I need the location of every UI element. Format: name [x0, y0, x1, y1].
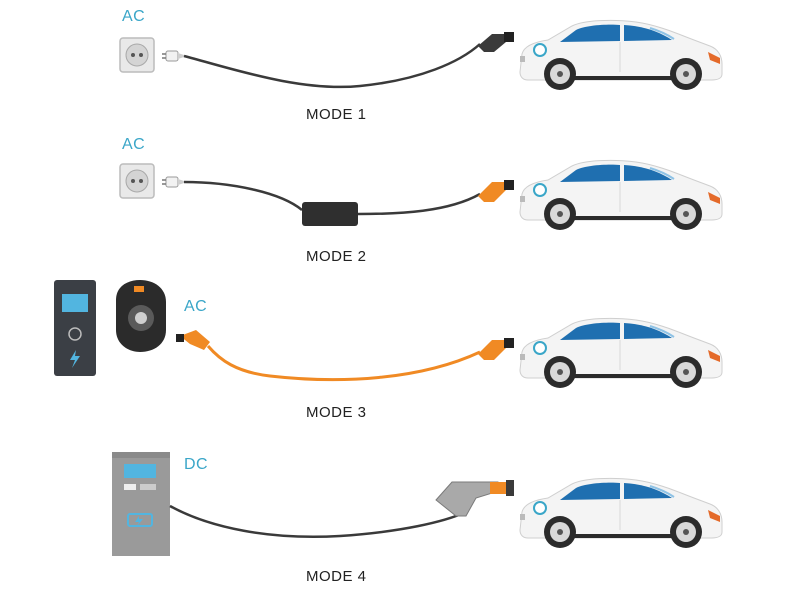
type2-connector-icon	[176, 330, 210, 350]
type2-connector-icon	[478, 180, 514, 202]
electric-car-icon	[519, 19, 723, 91]
dc-charging-gun-icon	[435, 480, 514, 517]
mode-1-row	[119, 19, 723, 91]
electric-car-icon	[519, 317, 723, 389]
charging-cable	[206, 345, 481, 382]
charging-cable	[183, 43, 481, 89]
current-type-label: AC	[122, 8, 146, 25]
mode-3-row	[54, 280, 723, 389]
current-type-label: AC	[184, 298, 208, 315]
plug-icon	[161, 176, 185, 188]
electric-car-icon	[519, 159, 723, 231]
current-type-label: DC	[184, 456, 209, 473]
mode-4-row	[112, 452, 723, 556]
in-cable-control-box-icon	[302, 202, 358, 226]
charging-cable	[357, 192, 481, 216]
wall-socket-icon	[119, 163, 155, 199]
mode-2-row	[119, 159, 723, 231]
electric-car-icon	[519, 477, 723, 549]
type2-connector-icon	[478, 32, 514, 52]
type2-connector-icon	[478, 338, 514, 360]
mode-label: MODE 3	[306, 404, 367, 421]
mode-label: MODE 4	[306, 568, 367, 585]
charging-pillar-icon	[54, 280, 96, 376]
charging-cable	[183, 180, 303, 211]
mode-label: MODE 2	[306, 248, 367, 265]
plug-icon	[161, 50, 185, 62]
mode-label: MODE 1	[306, 106, 367, 123]
dc-charging-station-icon	[112, 452, 170, 556]
charging-cable	[169, 504, 467, 539]
wall-socket-icon	[119, 37, 155, 73]
current-type-label: AC	[122, 136, 146, 153]
wallbox-charger-icon	[116, 280, 166, 352]
